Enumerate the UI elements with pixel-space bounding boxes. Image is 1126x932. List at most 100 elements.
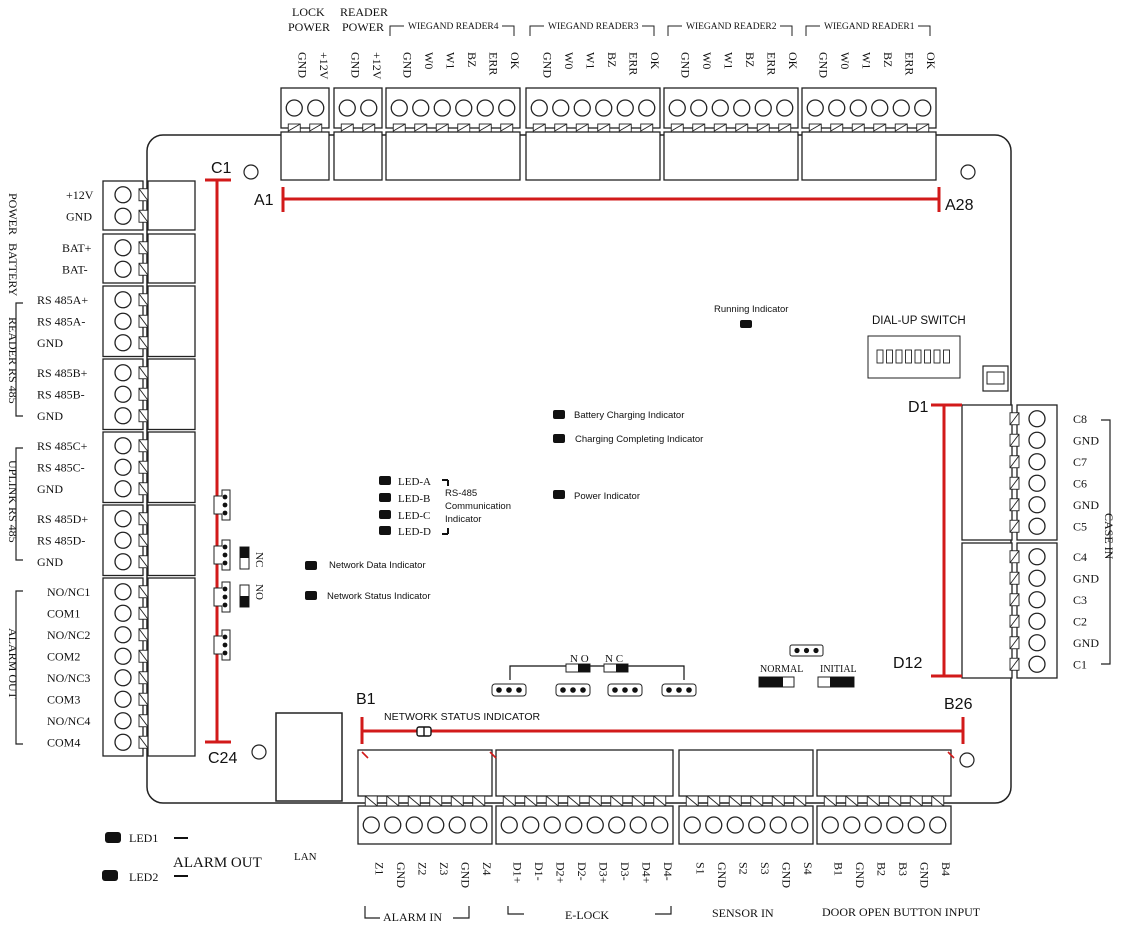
- elock-screw-2: [522, 816, 540, 834]
- wiegand-reader-1-pin-err: ERR: [902, 52, 916, 75]
- reader-power-pin-gnd: GND: [348, 52, 362, 78]
- alarm-out-pin-8: COM4: [47, 735, 80, 749]
- door-button-housing: [816, 749, 952, 797]
- bottom-jumper-3: [607, 683, 643, 697]
- wiegand-reader-3-pin-w0: W0: [562, 52, 576, 69]
- uplink-rs485-d-screw-1: [114, 510, 132, 528]
- no-label: NO: [253, 584, 265, 600]
- alarm-out-screw-8: [114, 733, 132, 751]
- wiegand-reader-1-pin-w0: W0: [838, 52, 852, 69]
- reader-rs485-b-pin-2: RS 485B-: [37, 387, 85, 401]
- left-jumper-4: [213, 629, 231, 661]
- uplink-rs485-c-screw-3: [114, 480, 132, 498]
- lock-power-housing: [280, 131, 330, 181]
- wiegand-reader-1-pin-ok: OK: [924, 52, 938, 70]
- reader-rs485-b-screw-1: [114, 364, 132, 382]
- reader-rs485-a-screw-2: [114, 312, 132, 330]
- wiegand-reader-1-screw-1: [806, 99, 824, 117]
- case-in-upper-screw-2: [1028, 431, 1046, 449]
- wiegand-reader-1-title: WIEGAND READER1: [824, 22, 915, 32]
- uplink-rs485-c-housing: [147, 431, 196, 504]
- network-status-bottom-led: [416, 726, 432, 737]
- lock-power-title-1: LOCK: [292, 5, 325, 19]
- door-button-screw-6: [929, 816, 947, 834]
- range-line-b: [360, 717, 965, 744]
- reader-rs485-side-title: READER RS 485: [6, 317, 20, 404]
- reader-rs485-a-pin-2: RS 485A-: [37, 314, 85, 328]
- alarm-in-pin-gnd-5: GND: [458, 862, 472, 888]
- led-bracket: [442, 479, 449, 535]
- uplink-rs485-d-pin-3: GND: [37, 555, 63, 569]
- lan-port: [275, 712, 343, 802]
- uplink-rs485-d-screw-3: [114, 553, 132, 571]
- wiegand-reader-4-pin-err: ERR: [486, 52, 500, 75]
- rs485-comm-label-3: Indicator: [445, 514, 481, 525]
- wiegand-reader-4-screw-4: [455, 99, 473, 117]
- power-screw-1: [114, 186, 132, 204]
- alarm-out-pin-3: NO/NC2: [47, 628, 90, 642]
- reader-rs485-a-pin-3: GND: [37, 336, 63, 350]
- wiegand-reader-1-pin-gnd: GND: [816, 52, 830, 78]
- wiegand-reader-4-pin-w0: W0: [422, 52, 436, 69]
- no-switch: [239, 584, 250, 608]
- alarm-in-pin-z3-4: Z3: [437, 862, 451, 875]
- elock-screw-8: [651, 816, 669, 834]
- wiegand-reader-3-title: WIEGAND READER3: [548, 22, 639, 32]
- range-label-c24: C24: [208, 750, 237, 767]
- led-b: [379, 493, 391, 502]
- alarm-out-pin-2: COM1: [47, 606, 80, 620]
- range-label-b1: B1: [356, 691, 376, 708]
- alarm-in-screw-4: [427, 816, 445, 834]
- wiegand-reader-3-pin-bz: BZ: [605, 52, 619, 67]
- elock-screw-6: [608, 816, 626, 834]
- dip-key-6: [924, 349, 931, 364]
- wiegand-reader-3-pin-ok: OK: [648, 52, 662, 70]
- uplink-rs485-d-pin-1: RS 485D+: [37, 512, 88, 526]
- alarm-out-screw-4: [114, 647, 132, 665]
- case-in-lower-screw-1: [1028, 548, 1046, 566]
- no-bottom-switch: [565, 663, 591, 673]
- elock-screw-7: [629, 816, 647, 834]
- battery-charging-led: [553, 410, 565, 419]
- wiegand-reader-1-housing: [801, 131, 937, 181]
- mounting-hole-top-right: [960, 164, 976, 180]
- elock-pin-d4-8: D4-: [661, 862, 675, 881]
- wiegand-reader-2-title: WIEGAND READER2: [686, 22, 777, 32]
- wiegand-reader-2-pin-w1: W1: [721, 52, 735, 69]
- wiegand-reader-3-screw-6: [638, 99, 656, 117]
- reader-power-pin-12v: +12V: [370, 52, 384, 80]
- uplink-rs485-side-title: UPLINK RS 485: [6, 460, 20, 543]
- case-in-lower-pin-1: C4: [1073, 550, 1087, 564]
- wiegand-reader-4-screw-2: [412, 99, 430, 117]
- wiegand-reader-4-pin-bz: BZ: [465, 52, 479, 67]
- door-button-pin-gnd-5: GND: [917, 862, 931, 888]
- alarm-in-pin-z2-3: Z2: [415, 862, 429, 875]
- reader-rs485-a-pin-1: RS 485A+: [37, 293, 88, 307]
- reader-rs485-b-terminal-block: RS 485B+RS 485B-GND: [37, 358, 196, 431]
- wiegand-reader-4-title: WIEGAND READER4: [408, 22, 499, 32]
- network-status-led: [305, 591, 317, 600]
- sensor-in-title: SENSOR IN: [712, 906, 774, 920]
- range-label-d1: D1: [908, 399, 929, 416]
- door-button-screw-2: [843, 816, 861, 834]
- wiegand-reader-1-screw-3: [849, 99, 867, 117]
- alarm-in-screw-2: [384, 816, 402, 834]
- case-in-upper-pin-2: GND: [1073, 433, 1099, 447]
- lock-power-pin-gnd: GND: [295, 52, 309, 78]
- battery-pin-2: BAT-: [62, 262, 88, 276]
- dip-key-2: [886, 349, 893, 364]
- case-in-lower-screw-5: [1028, 634, 1046, 652]
- uplink-rs485-c-pin-1: RS 485C+: [37, 439, 88, 453]
- case-in-upper-pin-5: GND: [1073, 498, 1099, 512]
- case-in-upper-screw-4: [1028, 474, 1046, 492]
- sensor-in-screw-4: [748, 816, 766, 834]
- reader-rs485-b-screw-3: [114, 407, 132, 425]
- network-data-led: [305, 561, 317, 570]
- lan-label: LAN: [294, 851, 317, 863]
- led1-legend-led: [105, 832, 121, 843]
- range-label-a1: A1: [254, 192, 274, 209]
